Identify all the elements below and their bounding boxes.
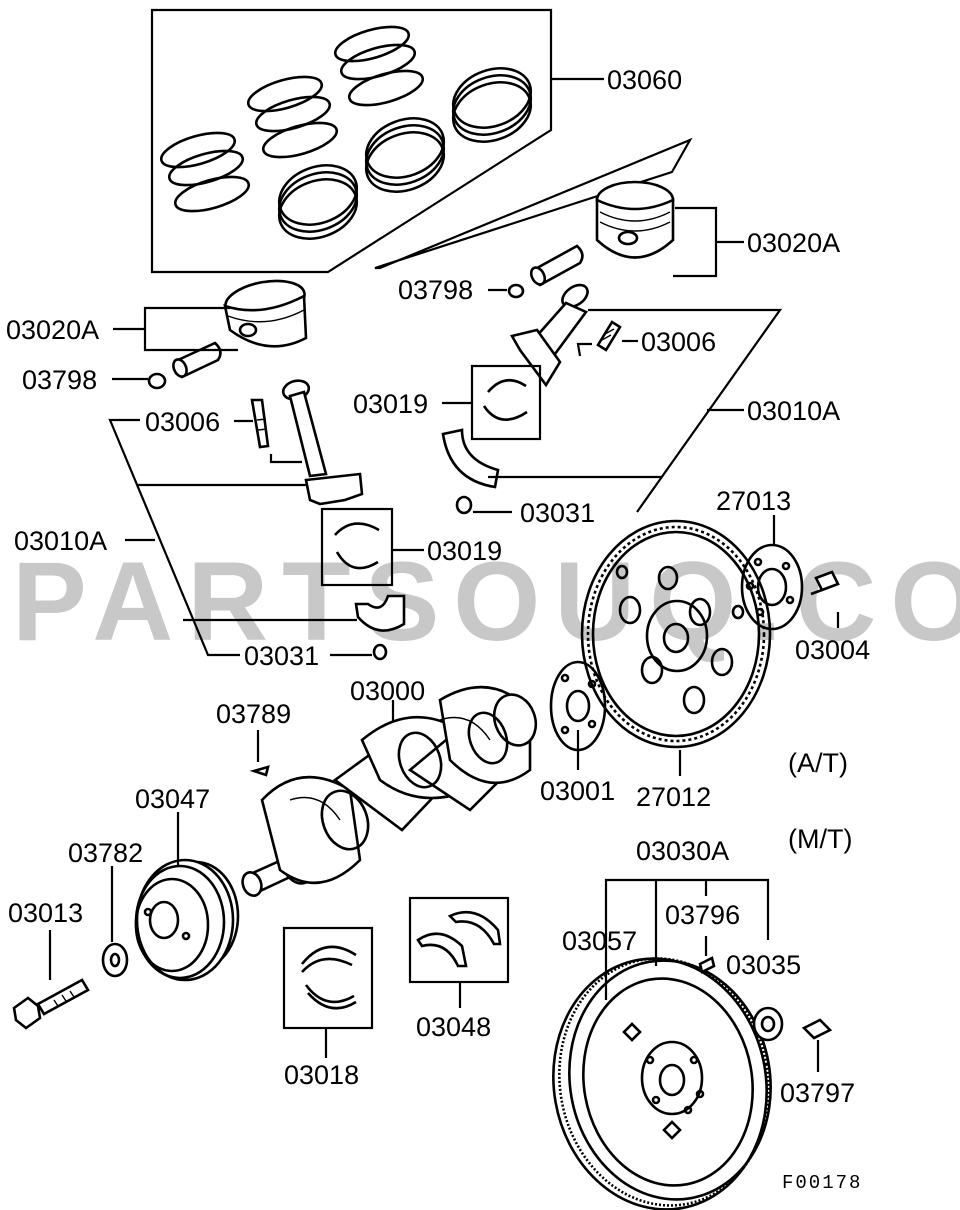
watermark: PARTSOUQ.COM [12, 539, 960, 664]
callout-27013[interactable]: 27013 [716, 486, 791, 516]
upper-conrod-group: 03006 03019 03010A 03031 [353, 281, 840, 528]
left-connecting-rod[interactable] [281, 378, 364, 506]
pulley-group: 03047 03782 03013 [8, 784, 240, 1030]
thrust-bearing-group: 03048 [408, 896, 510, 1042]
upper-piston-group: 03020A 03798 [374, 137, 840, 305]
callout-03797[interactable]: 03797 [780, 1078, 855, 1108]
upper-piston[interactable] [595, 180, 675, 259]
upper-piston-pin[interactable] [528, 244, 584, 287]
left-piston-pin[interactable] [171, 341, 222, 379]
callout-03020A-left[interactable]: 03020A [6, 315, 99, 345]
left-conrod-bolt[interactable] [250, 398, 270, 449]
drive-plate-group: 27013 03004 27012 (A/T) [580, 486, 870, 812]
callout-03019-left[interactable]: 03019 [427, 536, 502, 566]
upper-connecting-rod[interactable] [510, 281, 592, 388]
upper-conrod-nut[interactable] [455, 495, 473, 515]
callout-03047[interactable]: 03047 [135, 784, 210, 814]
variant-mt: (M/T) [788, 824, 852, 854]
callout-03031-left[interactable]: 03031 [244, 641, 319, 671]
left-conrod-bearing[interactable] [334, 522, 380, 570]
callout-03019-right[interactable]: 03019 [353, 389, 428, 419]
crankshaft-group: 03001 03000 03789 [216, 660, 615, 898]
callout-03004[interactable]: 03004 [795, 635, 870, 665]
drive-plate[interactable] [580, 519, 772, 749]
left-bearing-box [320, 507, 394, 587]
callout-03048[interactable]: 03048 [416, 1012, 491, 1042]
upper-piston-pin-clip[interactable] [507, 283, 525, 299]
callout-03798-top[interactable]: 03798 [398, 275, 473, 305]
pilot-bearing[interactable] [752, 1006, 784, 1042]
callout-03031-right[interactable]: 03031 [520, 498, 595, 528]
callout-27012[interactable]: 27012 [636, 782, 711, 812]
callout-03796[interactable]: 03796 [665, 900, 740, 930]
callout-03013[interactable]: 03013 [8, 898, 83, 928]
main-bearing-group: 03018 [282, 926, 374, 1090]
left-piston[interactable] [222, 275, 308, 348]
callout-03798-left[interactable]: 03798 [22, 365, 97, 395]
callout-03782[interactable]: 03782 [68, 838, 143, 868]
crankshaft[interactable] [239, 685, 542, 898]
crankshaft-key[interactable] [249, 765, 270, 777]
variant-at: (A/T) [788, 748, 848, 778]
callout-03000[interactable]: 03000 [350, 676, 425, 706]
flywheel-bolt[interactable] [801, 1018, 833, 1040]
thrust-bearing[interactable] [416, 911, 502, 968]
left-piston-group: 03020A 03798 [6, 275, 308, 395]
callout-03006-right[interactable]: 03006 [641, 327, 716, 357]
callout-03030A[interactable]: 03030A [636, 836, 729, 866]
pulley-bolt[interactable] [12, 978, 90, 1030]
pulley-washer[interactable] [101, 942, 129, 978]
callout-03001[interactable]: 03001 [540, 776, 615, 806]
callout-03010A-left[interactable]: 03010A [14, 526, 107, 556]
flywheel-dowel-pin[interactable] [698, 956, 716, 974]
callout-03006-left[interactable]: 03006 [145, 407, 220, 437]
callout-03010A-right[interactable]: 03010A [747, 396, 840, 426]
left-conrod-nut[interactable] [372, 643, 388, 661]
left-piston-pin-clip[interactable] [147, 372, 167, 390]
crankshaft-pulley[interactable] [134, 858, 240, 982]
left-conrod-cap[interactable] [354, 594, 406, 632]
flywheel-group: (M/T) 03030A 03796 03057 03035 [534, 824, 862, 1210]
drive-plate-adapter[interactable] [740, 543, 804, 631]
piston-ring-set[interactable] [158, 20, 540, 249]
callout-03018[interactable]: 03018 [284, 1060, 359, 1090]
drive-plate-bolt[interactable] [810, 570, 840, 596]
piston-ring-set-group: 03060 [150, 8, 682, 274]
main-bearing-box [282, 926, 374, 1030]
upper-conrod-bolt[interactable] [596, 320, 622, 352]
flywheel[interactable] [534, 942, 790, 1210]
left-conrod-group: 03006 03010A 03019 03031 [14, 378, 502, 671]
callout-03035[interactable]: 03035 [726, 950, 801, 980]
callout-03020A-top[interactable]: 03020A [747, 228, 840, 258]
main-bearing[interactable] [300, 945, 357, 1010]
callout-03789[interactable]: 03789 [216, 699, 291, 729]
callout-03057[interactable]: 03057 [562, 926, 637, 956]
upper-conrod-cap[interactable] [441, 428, 500, 489]
figure-code: F00178 [782, 1172, 862, 1194]
upper-bearing-box [470, 364, 542, 441]
upper-conrod-bearing[interactable] [482, 378, 528, 421]
callout-03060[interactable]: 03060 [607, 65, 682, 95]
